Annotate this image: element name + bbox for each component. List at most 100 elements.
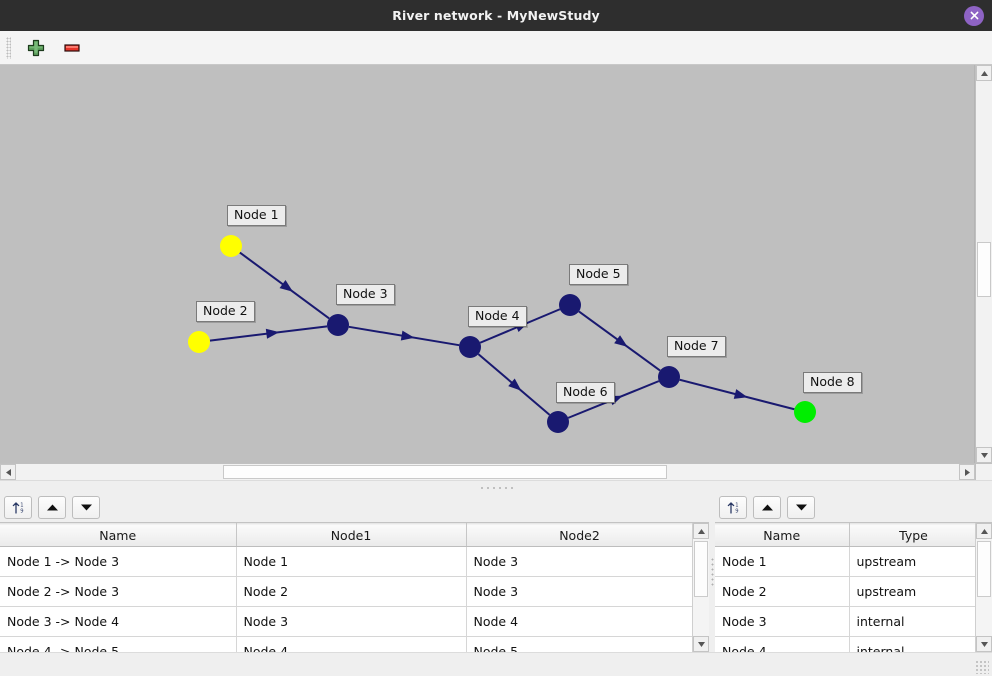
scroll-left-icon[interactable] (0, 464, 16, 480)
vertical-scroll-thumb[interactable] (977, 242, 991, 297)
reaches-cell[interactable]: Node 3 (466, 546, 692, 577)
reaches-cell[interactable]: Node 5 (466, 636, 692, 652)
reaches-cell[interactable]: Node 3 (236, 606, 467, 637)
reaches-scroll-down-icon[interactable] (693, 636, 709, 652)
reaches-scroll-up-icon[interactable] (693, 523, 709, 539)
nodes-scroll-track[interactable] (976, 539, 992, 636)
nodes-scroll-down-icon[interactable] (976, 636, 992, 652)
nodes-cell[interactable]: Node 4 (715, 636, 850, 652)
edge-arrow (508, 378, 522, 391)
node-node8[interactable] (794, 401, 816, 423)
nodes-scroll-thumb[interactable] (977, 541, 991, 597)
node-node7[interactable] (658, 366, 680, 388)
nodes-vertical-scrollbar[interactable] (975, 523, 992, 652)
nodes-cell[interactable]: internal (849, 636, 975, 652)
nodes-cell[interactable]: internal (849, 606, 975, 637)
horizontal-splitter[interactable] (0, 480, 992, 492)
node-node1[interactable] (220, 235, 242, 257)
sort-ascending-icon[interactable]: 1 9 (4, 495, 32, 519)
node-node5[interactable] (559, 294, 581, 316)
node-label-node5[interactable]: Node 5 (569, 264, 628, 286)
reaches-cell[interactable]: Node 2 (236, 576, 467, 607)
canvas-horizontal-scrollbar[interactable] (0, 463, 992, 480)
nodes-column-header-type[interactable]: Type (849, 523, 975, 547)
edge-arrow (265, 328, 280, 339)
reaches-scroll-track[interactable] (693, 539, 709, 636)
node-node6[interactable] (547, 411, 569, 433)
vertical-splitter-grip (710, 557, 714, 587)
sort-ascending-icon[interactable]: 1 9 (719, 495, 747, 519)
reaches-cell[interactable]: Node 4 (466, 606, 692, 637)
close-icon[interactable] (964, 5, 984, 26)
node-label-node6[interactable]: Node 6 (556, 382, 615, 404)
edge-arrow (614, 335, 628, 347)
horizontal-scroll-thumb[interactable] (223, 465, 667, 479)
reaches-cell[interactable]: Node 4 (236, 636, 467, 652)
title-bar: River network - MyNewStudy (0, 0, 992, 31)
horizontal-scroll-track[interactable] (16, 464, 959, 480)
remove-minus-red-icon[interactable] (59, 35, 85, 61)
node-label-node8[interactable]: Node 8 (803, 372, 862, 394)
reaches-cell[interactable]: Node 3 (466, 576, 692, 607)
node-node3[interactable] (327, 314, 349, 336)
nodes-scroll-up-icon[interactable] (976, 523, 992, 539)
network-graph (188, 235, 816, 433)
arrow-down-icon[interactable] (72, 495, 100, 519)
network-canvas[interactable]: Node 1 Node 2 Node 3 Node 4 Node 5 Node 6 Node… (0, 65, 975, 463)
nodes-column-header-name[interactable]: Name (715, 523, 850, 547)
reaches-column-header-node2[interactable]: Node2 (466, 523, 692, 547)
vertical-scroll-track[interactable] (976, 81, 992, 447)
reaches-cell[interactable]: Node 3 -> Node 4 (0, 606, 237, 637)
node-label-node2[interactable]: Node 2 (196, 301, 255, 323)
node-node2[interactable] (188, 331, 210, 353)
reaches-cell[interactable]: Node 1 -> Node 3 (0, 546, 237, 577)
node-label-node1[interactable]: Node 1 (227, 205, 286, 227)
node-node4[interactable] (459, 336, 481, 358)
reaches-column-header-node1[interactable]: Node1 (236, 523, 467, 547)
nodes-cell[interactable]: Node 2 (715, 576, 850, 607)
arrow-up-icon[interactable] (753, 495, 781, 519)
scroll-down-icon[interactable] (976, 447, 992, 463)
reaches-cell[interactable]: Node 1 (236, 546, 467, 577)
status-bar (0, 652, 992, 676)
scroll-right-icon[interactable] (959, 464, 975, 480)
vertical-splitter[interactable] (709, 492, 715, 652)
reaches-cell[interactable]: Node 4 -> Node 5 (0, 636, 237, 652)
scroll-up-icon[interactable] (976, 65, 992, 81)
reaches-scroll-thumb[interactable] (694, 541, 708, 597)
toolbar-grip[interactable] (6, 36, 11, 59)
nodes-cell[interactable]: upstream (849, 546, 975, 577)
nodes-cell[interactable]: upstream (849, 576, 975, 607)
edge-arrow (400, 330, 415, 341)
node-label-node4[interactable]: Node 4 (468, 306, 527, 328)
canvas-vertical-scrollbar[interactable] (975, 65, 992, 463)
add-plus-green-icon[interactable] (23, 35, 49, 61)
node-label-node3[interactable]: Node 3 (336, 284, 395, 306)
reaches-column-header-name[interactable]: Name (0, 523, 237, 547)
reaches-vertical-scrollbar[interactable] (692, 523, 709, 652)
arrow-up-icon[interactable] (38, 495, 66, 519)
nodes-cell[interactable]: Node 3 (715, 606, 850, 637)
node-label-node7[interactable]: Node 7 (667, 336, 726, 358)
main-toolbar (0, 31, 992, 65)
nodes-cell[interactable]: Node 1 (715, 546, 850, 577)
arrow-down-icon[interactable] (787, 495, 815, 519)
window-resize-grip[interactable] (975, 660, 989, 674)
reaches-cell[interactable]: Node 2 -> Node 3 (0, 576, 237, 607)
